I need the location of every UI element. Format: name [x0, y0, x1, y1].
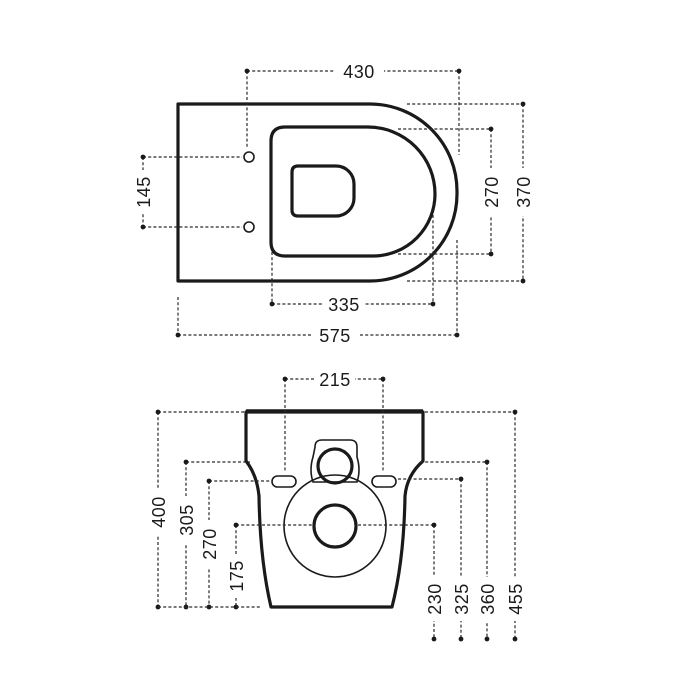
- dim-label-360: 360: [478, 583, 498, 615]
- top-view-seat-rim: [269, 125, 437, 258]
- dim-line-305: 305: [175, 459, 250, 610]
- top-fixing-hole-upper: [243, 151, 255, 163]
- dim-line-215: 215: [282, 368, 386, 471]
- front-view: 215 400 305 270: [147, 368, 526, 642]
- front-bolt-slot-left: [271, 475, 297, 488]
- dim-line-230: 230: [358, 522, 445, 642]
- dim-label-305: 305: [177, 504, 197, 536]
- dim-line-370: 370: [407, 101, 534, 284]
- dim-line-325: 325: [398, 476, 472, 642]
- dim-line-575: 575: [175, 240, 460, 346]
- dim-label-270-front: 270: [200, 528, 220, 560]
- dim-label-270-top: 270: [482, 176, 502, 208]
- dim-label-370: 370: [514, 176, 534, 208]
- dim-label-325: 325: [452, 583, 472, 615]
- dim-line-335: 335: [269, 215, 436, 315]
- dim-label-335: 335: [328, 295, 360, 315]
- top-view-outer-outline: [176, 102, 459, 283]
- dim-label-575: 575: [319, 326, 351, 346]
- dim-line-145: 145: [132, 154, 242, 230]
- front-inlet-housing: [310, 439, 360, 483]
- top-view-bowl-opening: [290, 164, 356, 218]
- dim-line-360: 360: [420, 459, 498, 642]
- front-outlet-pipe: [312, 503, 358, 549]
- dim-label-175: 175: [227, 560, 247, 592]
- dim-label-145: 145: [134, 176, 154, 208]
- dim-line-455: 455: [425, 409, 526, 642]
- dim-line-430: 430: [244, 60, 462, 155]
- front-outlet-ring: [283, 474, 387, 578]
- dim-label-230: 230: [425, 583, 445, 615]
- dim-line-400: 400: [147, 409, 244, 610]
- front-bolt-slot-right: [371, 475, 397, 488]
- dim-label-430: 430: [343, 62, 375, 82]
- dim-line-270-top: 270: [398, 126, 502, 257]
- top-fixing-hole-lower: [243, 221, 255, 233]
- dim-label-400: 400: [149, 496, 169, 528]
- dim-label-215: 215: [319, 370, 351, 390]
- front-inlet-pipe: [316, 447, 354, 485]
- dim-label-455: 455: [506, 583, 526, 615]
- top-view: 430 145 270: [132, 60, 534, 346]
- dim-line-270-front: 270: [198, 478, 270, 610]
- dim-line-175: 175: [225, 522, 312, 610]
- front-view-body-outline: [244, 410, 425, 609]
